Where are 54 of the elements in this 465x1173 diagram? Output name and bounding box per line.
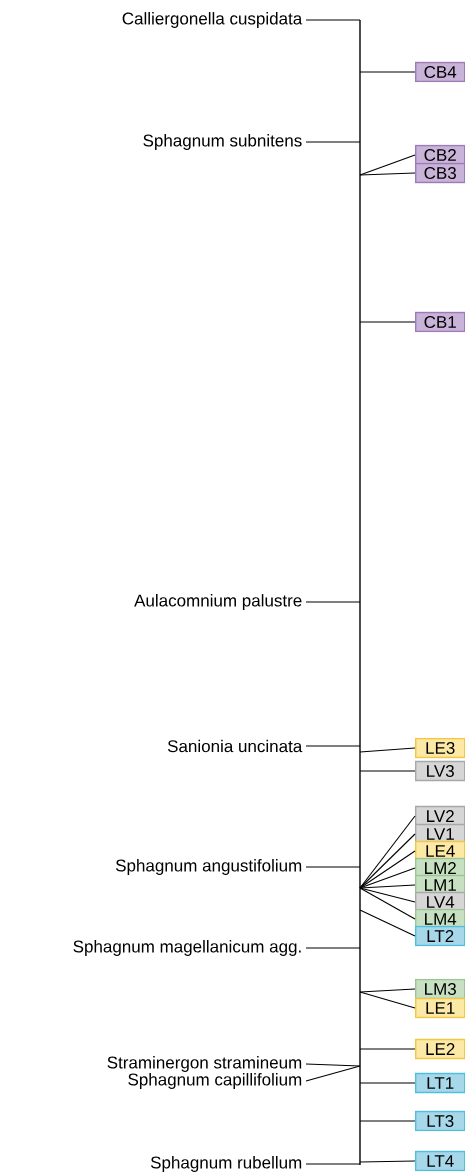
- species-label: Sphagnum subnitens: [143, 134, 302, 150]
- site-box: LV3: [415, 760, 465, 782]
- axis-line: [359, 20, 361, 1165]
- leader-line: [359, 909, 416, 937]
- leader-line: [359, 867, 416, 889]
- species-label: Sphagnum magellanicum agg.: [73, 940, 301, 956]
- leader-line: [305, 1065, 361, 1082]
- leader-line: [305, 601, 361, 603]
- site-box: LT4: [415, 1150, 465, 1172]
- site-box: LE1: [415, 997, 465, 1019]
- leader-line: [359, 850, 416, 889]
- leader-line: [305, 745, 361, 747]
- site-box: LE2: [415, 1038, 465, 1060]
- leader-line: [359, 154, 416, 176]
- leader-line: [359, 172, 416, 176]
- site-box: CB3: [415, 162, 465, 184]
- leader-line: [359, 833, 416, 889]
- leader-line: [359, 71, 416, 73]
- leader-line: [359, 988, 416, 993]
- site-box: CB4: [415, 61, 465, 83]
- leader-line: [359, 1082, 416, 1084]
- leader-line: [305, 19, 361, 21]
- species-label: Sphagnum rubellum: [150, 1156, 302, 1172]
- leader-line: [305, 947, 361, 949]
- leader-line: [359, 321, 416, 323]
- leader-line: [359, 747, 416, 753]
- species-label: Sanionia uncinata: [167, 739, 303, 753]
- leader-line: [359, 1120, 416, 1122]
- site-box: LT3: [415, 1110, 465, 1132]
- leader-line: [359, 1048, 416, 1050]
- site-box: LE3: [415, 737, 465, 759]
- leader-line: [359, 991, 416, 1009]
- leader-line: [305, 141, 361, 143]
- node-label: CB2: [424, 148, 456, 162]
- species-label: Straminergon stramineum: [107, 1056, 302, 1072]
- leader-line: [305, 1063, 361, 1067]
- leader-line: [359, 887, 416, 903]
- site-box: CB1: [415, 311, 465, 333]
- leader-line: [359, 884, 416, 889]
- site-box: LT1: [415, 1072, 465, 1094]
- species-label: Aulacomnium palustre: [134, 594, 302, 610]
- leader-line: [359, 887, 416, 920]
- leader-line: [305, 1163, 361, 1165]
- leader-line: [359, 770, 416, 772]
- node-label: LV2: [427, 810, 454, 822]
- species-label: Sphagnum capillifolium: [128, 1073, 302, 1089]
- leader-line: [359, 1160, 416, 1163]
- species-label: Sphagnum angustifolium: [115, 859, 302, 875]
- leader-line: [305, 866, 361, 868]
- leader-line: [359, 815, 416, 889]
- site-box: LT2: [415, 925, 465, 947]
- site-box: LM3: [415, 978, 465, 1000]
- species-label: Calliergonella cuspidata: [122, 12, 303, 28]
- node-label: LM2: [425, 862, 456, 874]
